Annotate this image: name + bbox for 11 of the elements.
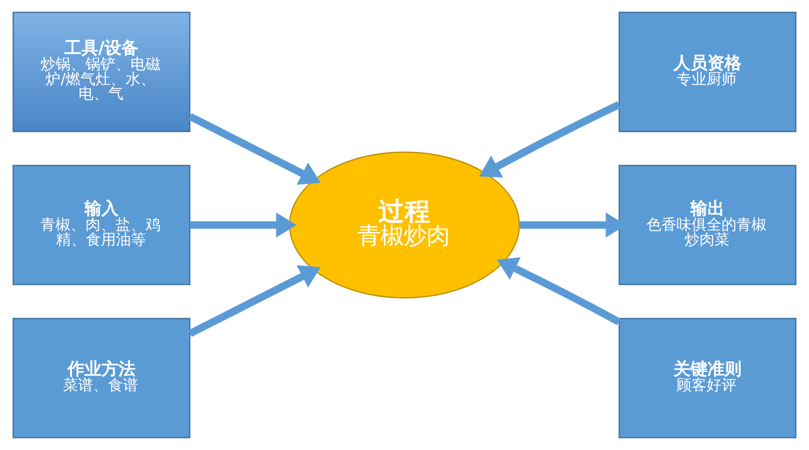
node-box: 作业方法 菜谱、食谱 — [12, 318, 190, 438]
arrow — [496, 257, 621, 326]
arrow — [190, 212, 297, 238]
node-box: 输出 色香味俱全的青椒炒肉菜 — [618, 164, 796, 286]
arrow — [479, 101, 621, 178]
node-box: 输入 青椒、肉、盐、鸡精、食用油等 — [12, 164, 190, 286]
node-box: 工具/设备 炒锅、锅铲、电磁炉/燃气灶、水、电、气 — [12, 12, 190, 132]
node-box: 人员资格 专业厨师 — [618, 12, 796, 132]
arrow — [188, 113, 321, 185]
arrow — [188, 265, 321, 337]
node-box: 关键准则 顾客好评 — [618, 318, 796, 438]
